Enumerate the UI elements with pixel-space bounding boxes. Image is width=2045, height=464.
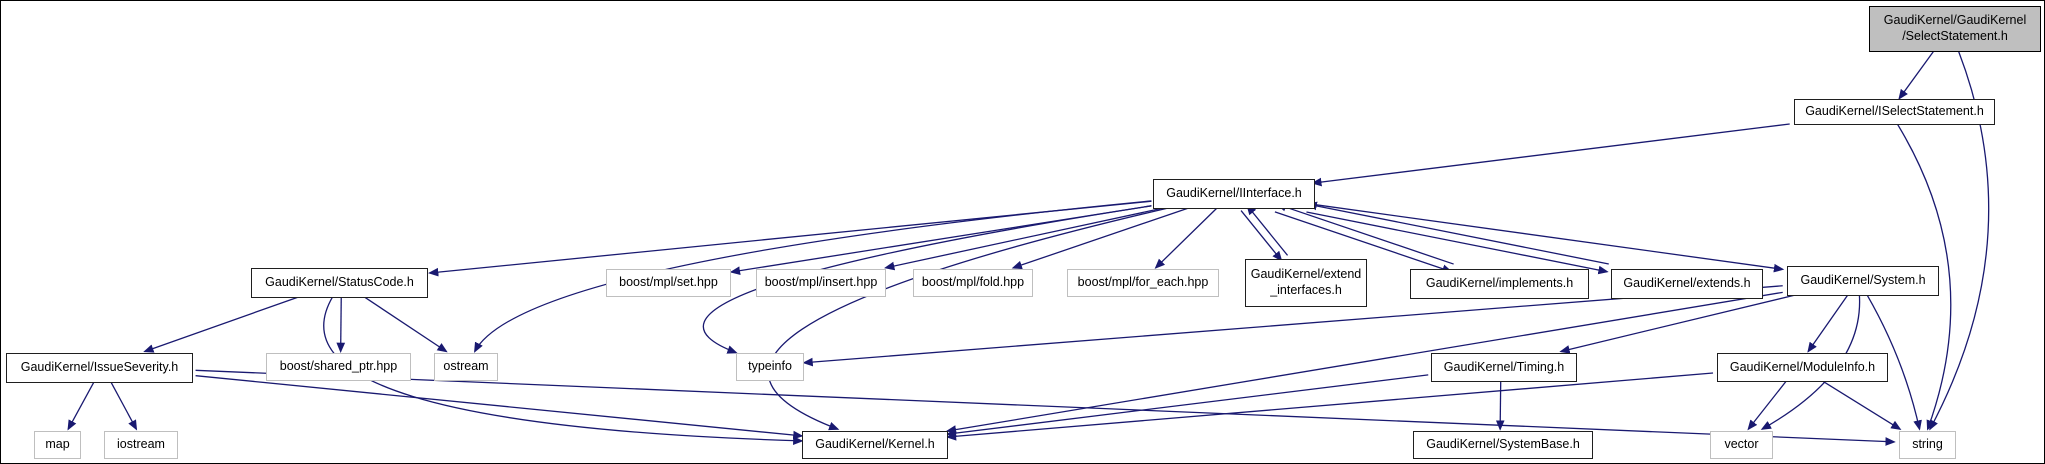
- edge-extends-iinterface: [1306, 201, 1609, 265]
- edge-selectstatement-iselectstatement: [1898, 51, 1934, 100]
- node-mplforeach[interactable]: boost/mpl/for_each.hpp: [1067, 269, 1219, 297]
- node-label: _interfaces.h: [1270, 283, 1342, 297]
- node-label: GaudiKernel/Timing.h: [1443, 359, 1565, 374]
- node-label: typeinfo: [748, 359, 792, 374]
- node-label: /SelectStatement.h: [1902, 29, 2008, 43]
- edge-iselectstatement-string: [1897, 124, 1952, 431]
- node-label: boost/mpl/for_each.hpp: [1077, 275, 1209, 290]
- node-label: map: [45, 437, 70, 452]
- node-label: boost/mpl/set.hpp: [619, 275, 718, 290]
- node-sharedptr[interactable]: boost/shared_ptr.hpp: [266, 353, 411, 381]
- node-timing[interactable]: GaudiKernel/Timing.h: [1431, 353, 1577, 382]
- node-label: GaudiKernel/System.h: [1800, 273, 1926, 288]
- node-issueseverity[interactable]: GaudiKernel/IssueSeverity.h: [6, 353, 193, 383]
- node-label: GaudiKernel/GaudiKernel: [1883, 13, 2027, 28]
- node-label: boost/mpl/fold.hpp: [921, 275, 1025, 290]
- node-system[interactable]: GaudiKernel/System.h: [1787, 266, 1939, 296]
- edge-implements-iinterface: [1275, 203, 1454, 265]
- node-label: boost/mpl/insert.hpp: [764, 275, 878, 290]
- edge-iinterface-implements: [1274, 211, 1453, 273]
- edge-statuscode-kernel: [323, 296, 804, 445]
- edge-issueseverity-iostream: [109, 381, 138, 431]
- node-ostream[interactable]: ostream: [434, 353, 498, 381]
- node-iselectstatement[interactable]: GaudiKernel/ISelectStatement.h: [1794, 99, 1995, 125]
- edge-iinterface-extendinterfaces: [1240, 210, 1283, 262]
- node-systembase[interactable]: GaudiKernel/SystemBase.h: [1413, 431, 1593, 459]
- node-label: GaudiKernel/ModuleInfo.h: [1729, 359, 1876, 374]
- node-label: string: [1912, 437, 1943, 452]
- edge-statuscode-issueseverity: [143, 296, 300, 353]
- node-label: boost/shared_ptr.hpp: [279, 359, 398, 374]
- edge-statuscode-sharedptr: [336, 296, 346, 354]
- node-typeinfo[interactable]: typeinfo: [736, 353, 804, 381]
- node-kernel[interactable]: GaudiKernel/Kernel.h: [802, 431, 948, 459]
- edge-iinterface-mplforeach: [1154, 207, 1218, 269]
- edge-extendinterfaces-iinterface: [1246, 204, 1289, 256]
- node-vector[interactable]: vector: [1710, 431, 1773, 459]
- edge-system-moduleinfo: [1807, 294, 1849, 353]
- node-label: vector: [1724, 437, 1759, 452]
- node-label: iostream: [117, 437, 165, 452]
- node-iostream[interactable]: iostream: [104, 431, 178, 459]
- edge-statuscode-ostream: [363, 296, 448, 353]
- edge-moduleinfo-string: [1821, 379, 1902, 430]
- edge-iinterface-mplfold: [1011, 207, 1189, 270]
- edge-moduleinfo-vector: [1747, 379, 1788, 431]
- node-label: GaudiKernel/IssueSeverity.h: [20, 360, 179, 375]
- node-mplinsert[interactable]: boost/mpl/insert.hpp: [756, 269, 886, 297]
- edge-system-string: [1866, 294, 1922, 431]
- node-extends[interactable]: GaudiKernel/extends.h: [1611, 269, 1763, 299]
- node-label: GaudiKernel/SystemBase.h: [1426, 437, 1580, 452]
- edge-iinterface-mplinsert: [884, 207, 1163, 271]
- edge-system-kernel: [945, 291, 1783, 434]
- edge-iinterface-system: [1312, 203, 1785, 273]
- node-iinterface[interactable]: GaudiKernel/IInterface.h: [1153, 179, 1315, 209]
- node-moduleinfo[interactable]: GaudiKernel/ModuleInfo.h: [1717, 353, 1888, 382]
- node-map[interactable]: map: [34, 431, 81, 459]
- node-label: GaudiKernel/Kernel.h: [815, 437, 935, 452]
- edge-timing-kernel: [945, 374, 1429, 438]
- edge-iselectstatement-iinterface: [1311, 123, 1790, 187]
- node-label: GaudiKernel/ISelectStatement.h: [1805, 104, 1984, 119]
- edge-timing-systembase: [1495, 380, 1505, 431]
- node-label: GaudiKernel/extend: [1250, 267, 1362, 282]
- edge-moduleinfo-kernel: [945, 372, 1714, 441]
- node-label: GaudiKernel/implements.h: [1425, 276, 1574, 291]
- edge-system-timing: [1559, 294, 1797, 354]
- edge-issueseverity-map: [67, 381, 95, 431]
- edge-issueseverity-string: [195, 369, 1896, 446]
- node-label: ostream: [443, 359, 489, 374]
- node-label: GaudiKernel/IInterface.h: [1166, 186, 1302, 201]
- edge-issueseverity-kernel: [195, 375, 804, 440]
- node-label: GaudiKernel/extends.h: [1623, 276, 1751, 291]
- edge-iinterface-kernel: [767, 207, 1168, 431]
- node-mplset[interactable]: boost/mpl/set.hpp: [606, 269, 731, 297]
- node-implements[interactable]: GaudiKernel/implements.h: [1410, 269, 1589, 299]
- node-mplfold[interactable]: boost/mpl/fold.hpp: [913, 269, 1033, 297]
- edge-iinterface-extends: [1306, 211, 1609, 275]
- node-statuscode[interactable]: GaudiKernel/StatusCode.h: [251, 268, 428, 298]
- node-selectstatement[interactable]: GaudiKernel/GaudiKernel/SelectStatement.…: [1869, 6, 2041, 52]
- node-string[interactable]: string: [1899, 431, 1956, 459]
- node-extendinterfaces[interactable]: GaudiKernel/extend_interfaces.h: [1245, 259, 1367, 307]
- node-label: GaudiKernel/StatusCode.h: [265, 275, 414, 290]
